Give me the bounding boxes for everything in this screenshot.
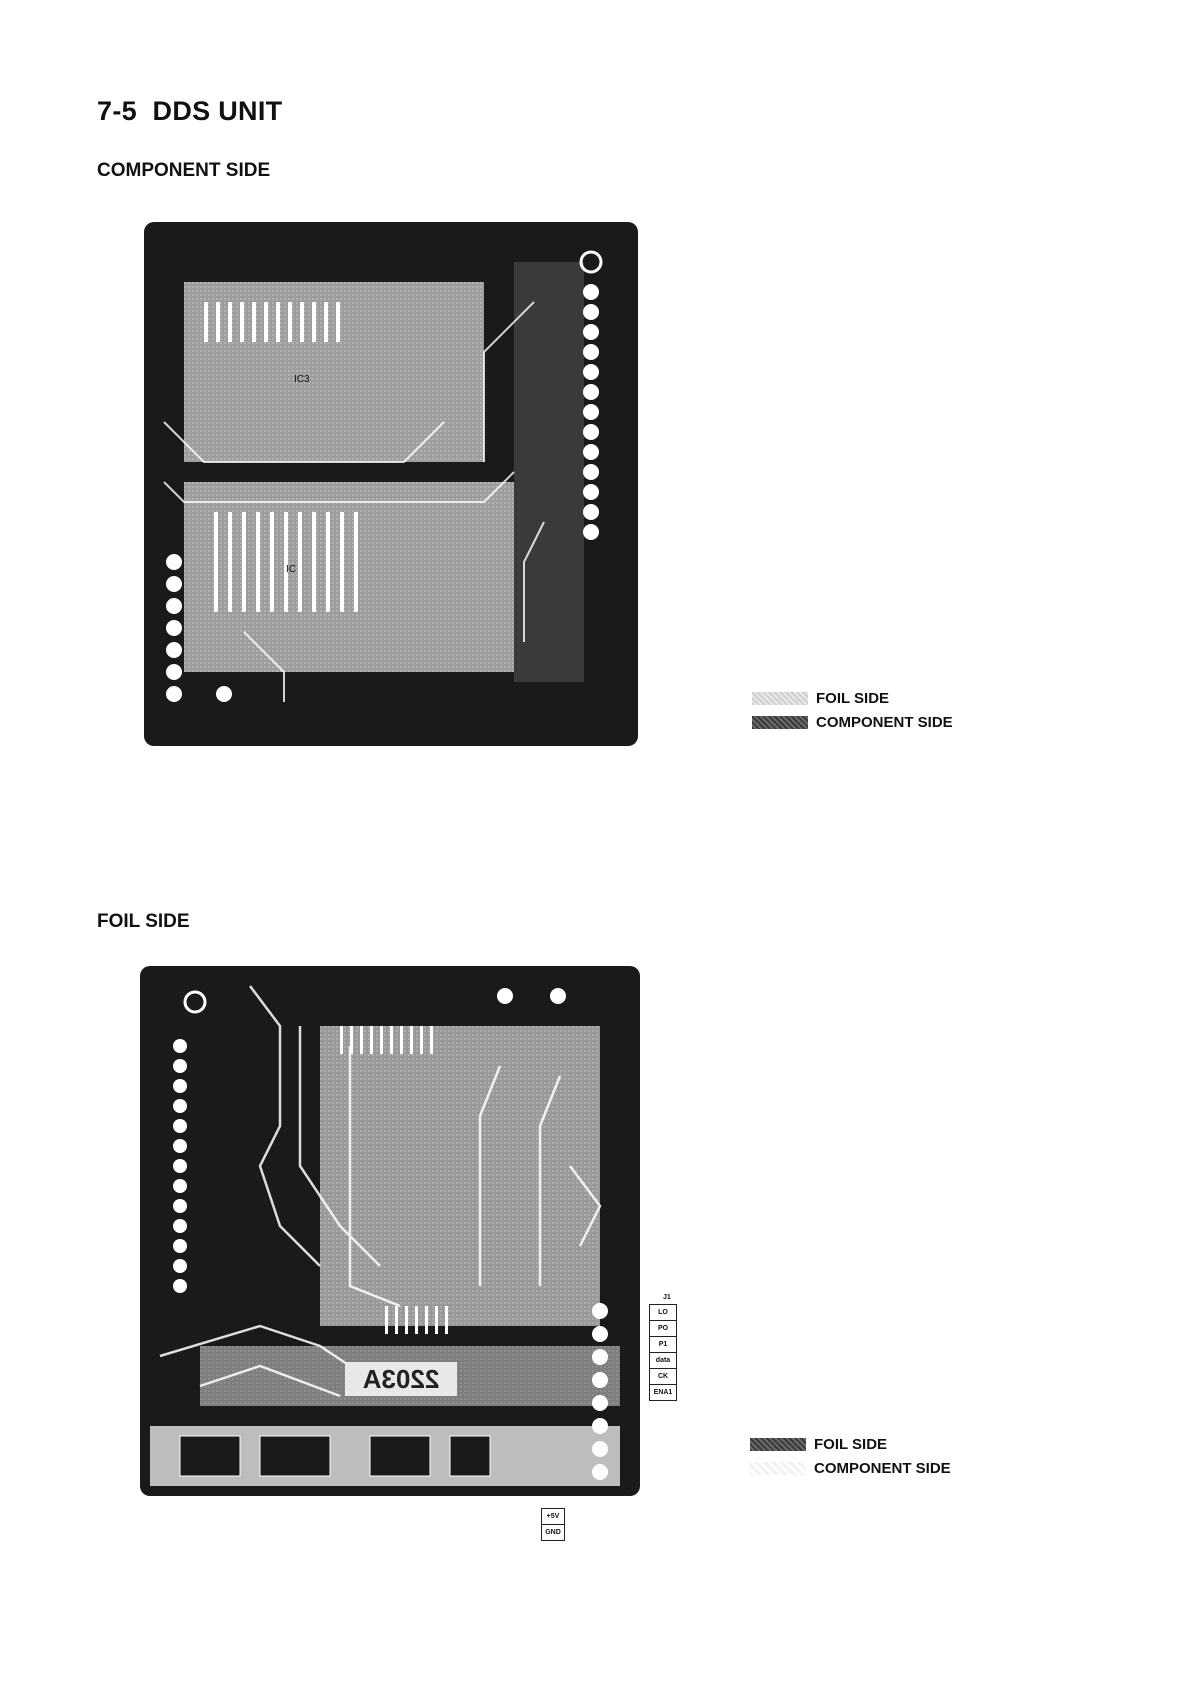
foil-side-board: 2203A	[140, 966, 640, 1496]
j1-pin: data	[650, 1353, 676, 1369]
component-side-board: IC3 IC	[144, 222, 638, 746]
j1-pin: LO	[650, 1305, 676, 1321]
section-title: DDS UNIT	[153, 96, 283, 126]
legend-component-label: COMPONENT SIDE	[816, 714, 953, 731]
component-side-swatch	[752, 716, 808, 729]
component-side-title: COMPONENT SIDE	[97, 160, 270, 182]
j1-pin: ENA1	[650, 1385, 676, 1400]
legend-foil-label: FOIL SIDE	[816, 690, 889, 707]
power-pin: GND	[542, 1525, 564, 1540]
component-side-swatch	[750, 1462, 806, 1475]
ic-label: IC	[286, 564, 296, 575]
page-heading: 7-5 DDS UNIT	[97, 96, 282, 127]
legend-component-label: COMPONENT SIDE	[814, 1460, 951, 1477]
power-connector: +5V GND	[541, 1508, 565, 1541]
power-pin: +5V	[542, 1509, 564, 1525]
foil-side-swatch	[750, 1438, 806, 1451]
foil-side-swatch	[752, 692, 808, 705]
j1-pin: P1	[650, 1337, 676, 1353]
j1-connector: LO PO P1 data CK ENA1	[649, 1304, 677, 1401]
j1-pin: PO	[650, 1321, 676, 1337]
foil-side-legend: FOIL SIDE COMPONENT SIDE	[750, 1432, 951, 1480]
component-side-legend: FOIL SIDE COMPONENT SIDE	[752, 686, 953, 734]
legend-foil-label: FOIL SIDE	[814, 1436, 887, 1453]
board-number-label: 2203A	[362, 1364, 439, 1394]
ic3-label: IC3	[294, 374, 310, 385]
foil-side-title: FOIL SIDE	[97, 911, 190, 933]
j1-pin: CK	[650, 1369, 676, 1385]
j1-title: J1	[663, 1294, 671, 1301]
section-number: 7-5	[97, 96, 137, 126]
